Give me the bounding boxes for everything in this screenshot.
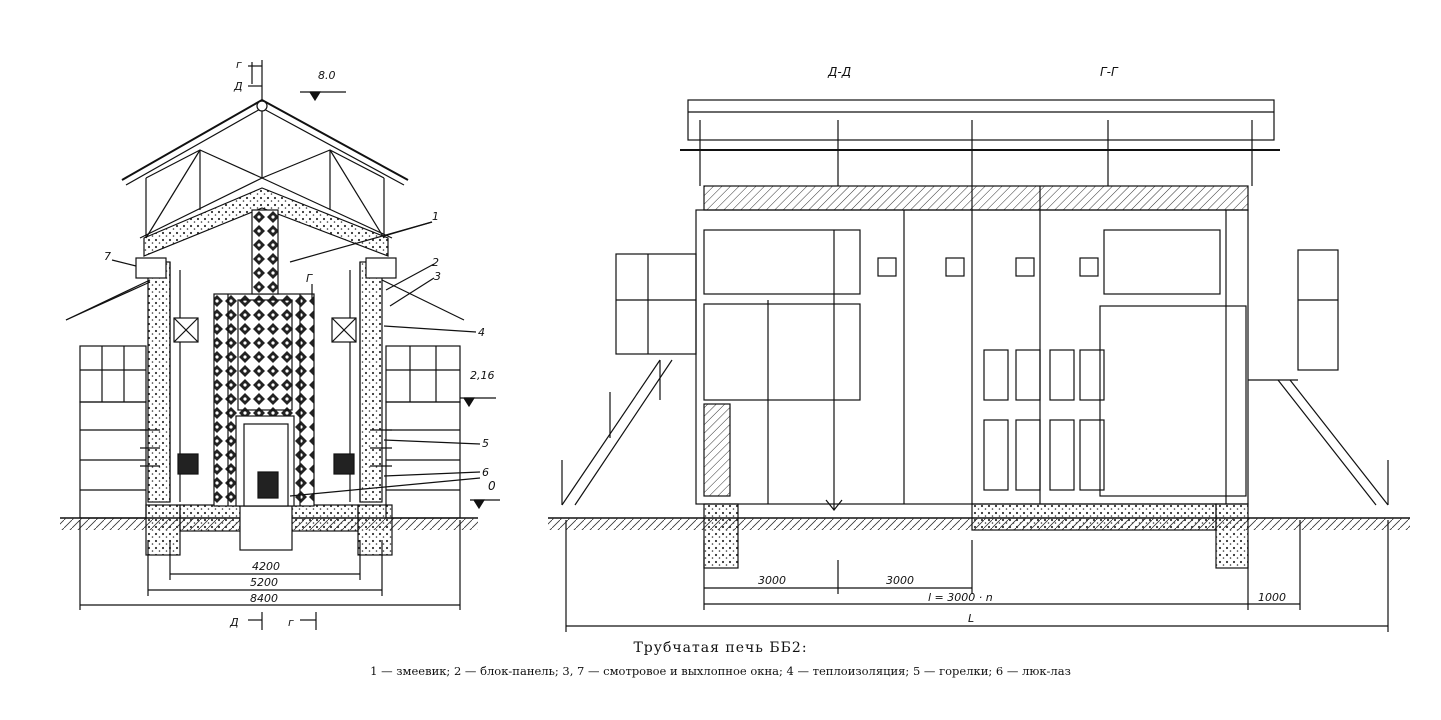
section-mark-g-inner: Г [306, 272, 313, 285]
callout-6: 6 [482, 466, 489, 479]
section-title-d-d: Д-Д [827, 65, 851, 79]
callout-7: 7 [104, 250, 111, 263]
burner-grid [983, 349, 1105, 491]
dimension-8400: 8400 [250, 592, 278, 605]
callout-4: 4 [478, 326, 485, 339]
callout-3: 3 [434, 270, 441, 283]
elevation-mid: 2,16 [470, 369, 495, 382]
section-title-g-g: Г-Г [1100, 65, 1119, 79]
section-mark-g-top: г [236, 58, 242, 71]
cross-section-labels: г Д Д г Г 8.0 2,16 0 1 2 3 4 5 6 7 4200 … [104, 58, 496, 629]
section-mark-d-top: Д [233, 80, 243, 93]
dimension-l: l = 3000 · n [928, 591, 993, 604]
dimension-1000: 1000 [1258, 591, 1286, 604]
section-mark-g-bottom: г [288, 616, 294, 629]
dimension-4200: 4200 [252, 560, 280, 573]
left-coil-bundle [703, 229, 861, 401]
dimension-3000-b: 3000 [886, 574, 914, 587]
callout-5: 5 [482, 437, 489, 450]
section-mark-d-bottom: Д [229, 616, 239, 629]
dimension-5200: 5200 [250, 576, 278, 589]
dimension-3000-a: 3000 [758, 574, 786, 587]
longitudinal-view [548, 99, 1410, 632]
longitudinal-labels: Д-Д Г-Г 3000 3000 l = 3000 · n 1000 L [758, 65, 1286, 625]
callout-1: 1 [432, 210, 439, 223]
figure-title: Трубчатая печь ББ2: [633, 640, 808, 656]
cross-section-view [60, 60, 500, 630]
elevation-top: 8.0 [318, 69, 336, 82]
dimension-total-l: L [968, 612, 974, 625]
callout-2: 2 [432, 256, 439, 269]
elevation-ground: 0 [488, 479, 496, 493]
figure-legend: 1 — змеевик; 2 — блок-панель; 3, 7 — смо… [370, 664, 1071, 678]
